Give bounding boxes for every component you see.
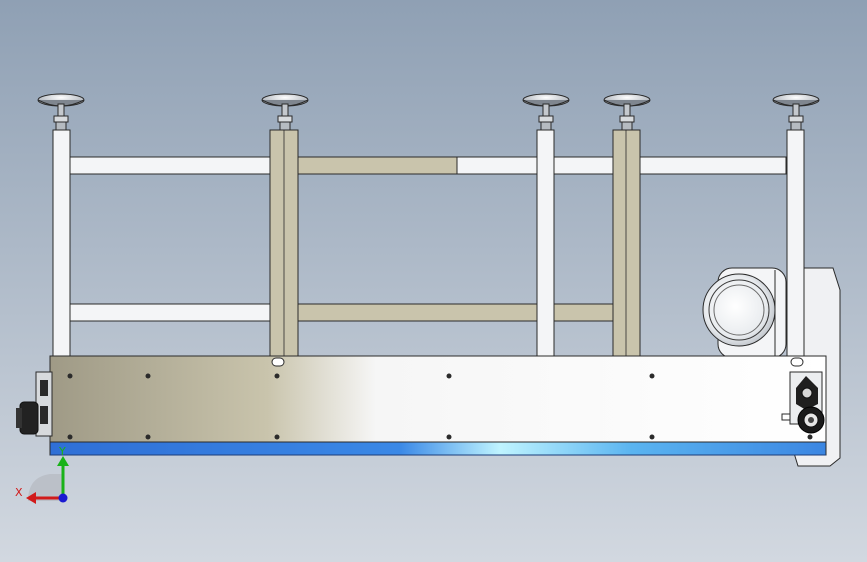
leg-5 <box>786 129 805 359</box>
leveling-foot-4 <box>603 93 651 131</box>
triad-z-axis <box>58 493 68 503</box>
mount-slot <box>271 357 285 367</box>
leveling-foot-2 <box>261 93 309 131</box>
frame-rails <box>69 156 787 322</box>
leveling-foot-5 <box>772 93 820 131</box>
leveling-foot-1 <box>37 93 85 131</box>
leveling-feet <box>37 93 820 131</box>
triad-x-arrow <box>26 492 36 504</box>
idler-end-assembly <box>16 371 53 437</box>
leveling-foot-3 <box>522 93 570 131</box>
coordinate-triad <box>26 456 69 504</box>
mount-slot <box>790 357 804 367</box>
lower-rail-middle <box>297 303 627 322</box>
side-panel-body <box>49 355 827 443</box>
leg-1 <box>52 129 71 359</box>
conveyor-side-panel <box>49 355 827 456</box>
triad-plane <box>28 474 62 501</box>
triad-x-label: X <box>15 486 23 499</box>
leg-4 <box>612 129 641 359</box>
conveyor-belt <box>49 441 827 456</box>
upper-rail-shaded-section <box>297 156 458 175</box>
panel-bolts <box>67 373 813 440</box>
leg-3 <box>536 129 555 359</box>
triad-y-arrow <box>57 456 69 466</box>
lower-rail-left <box>69 303 271 322</box>
drive-end-assembly <box>781 371 825 434</box>
frame-legs <box>52 129 805 359</box>
triad-y-label: Y <box>59 445 66 458</box>
